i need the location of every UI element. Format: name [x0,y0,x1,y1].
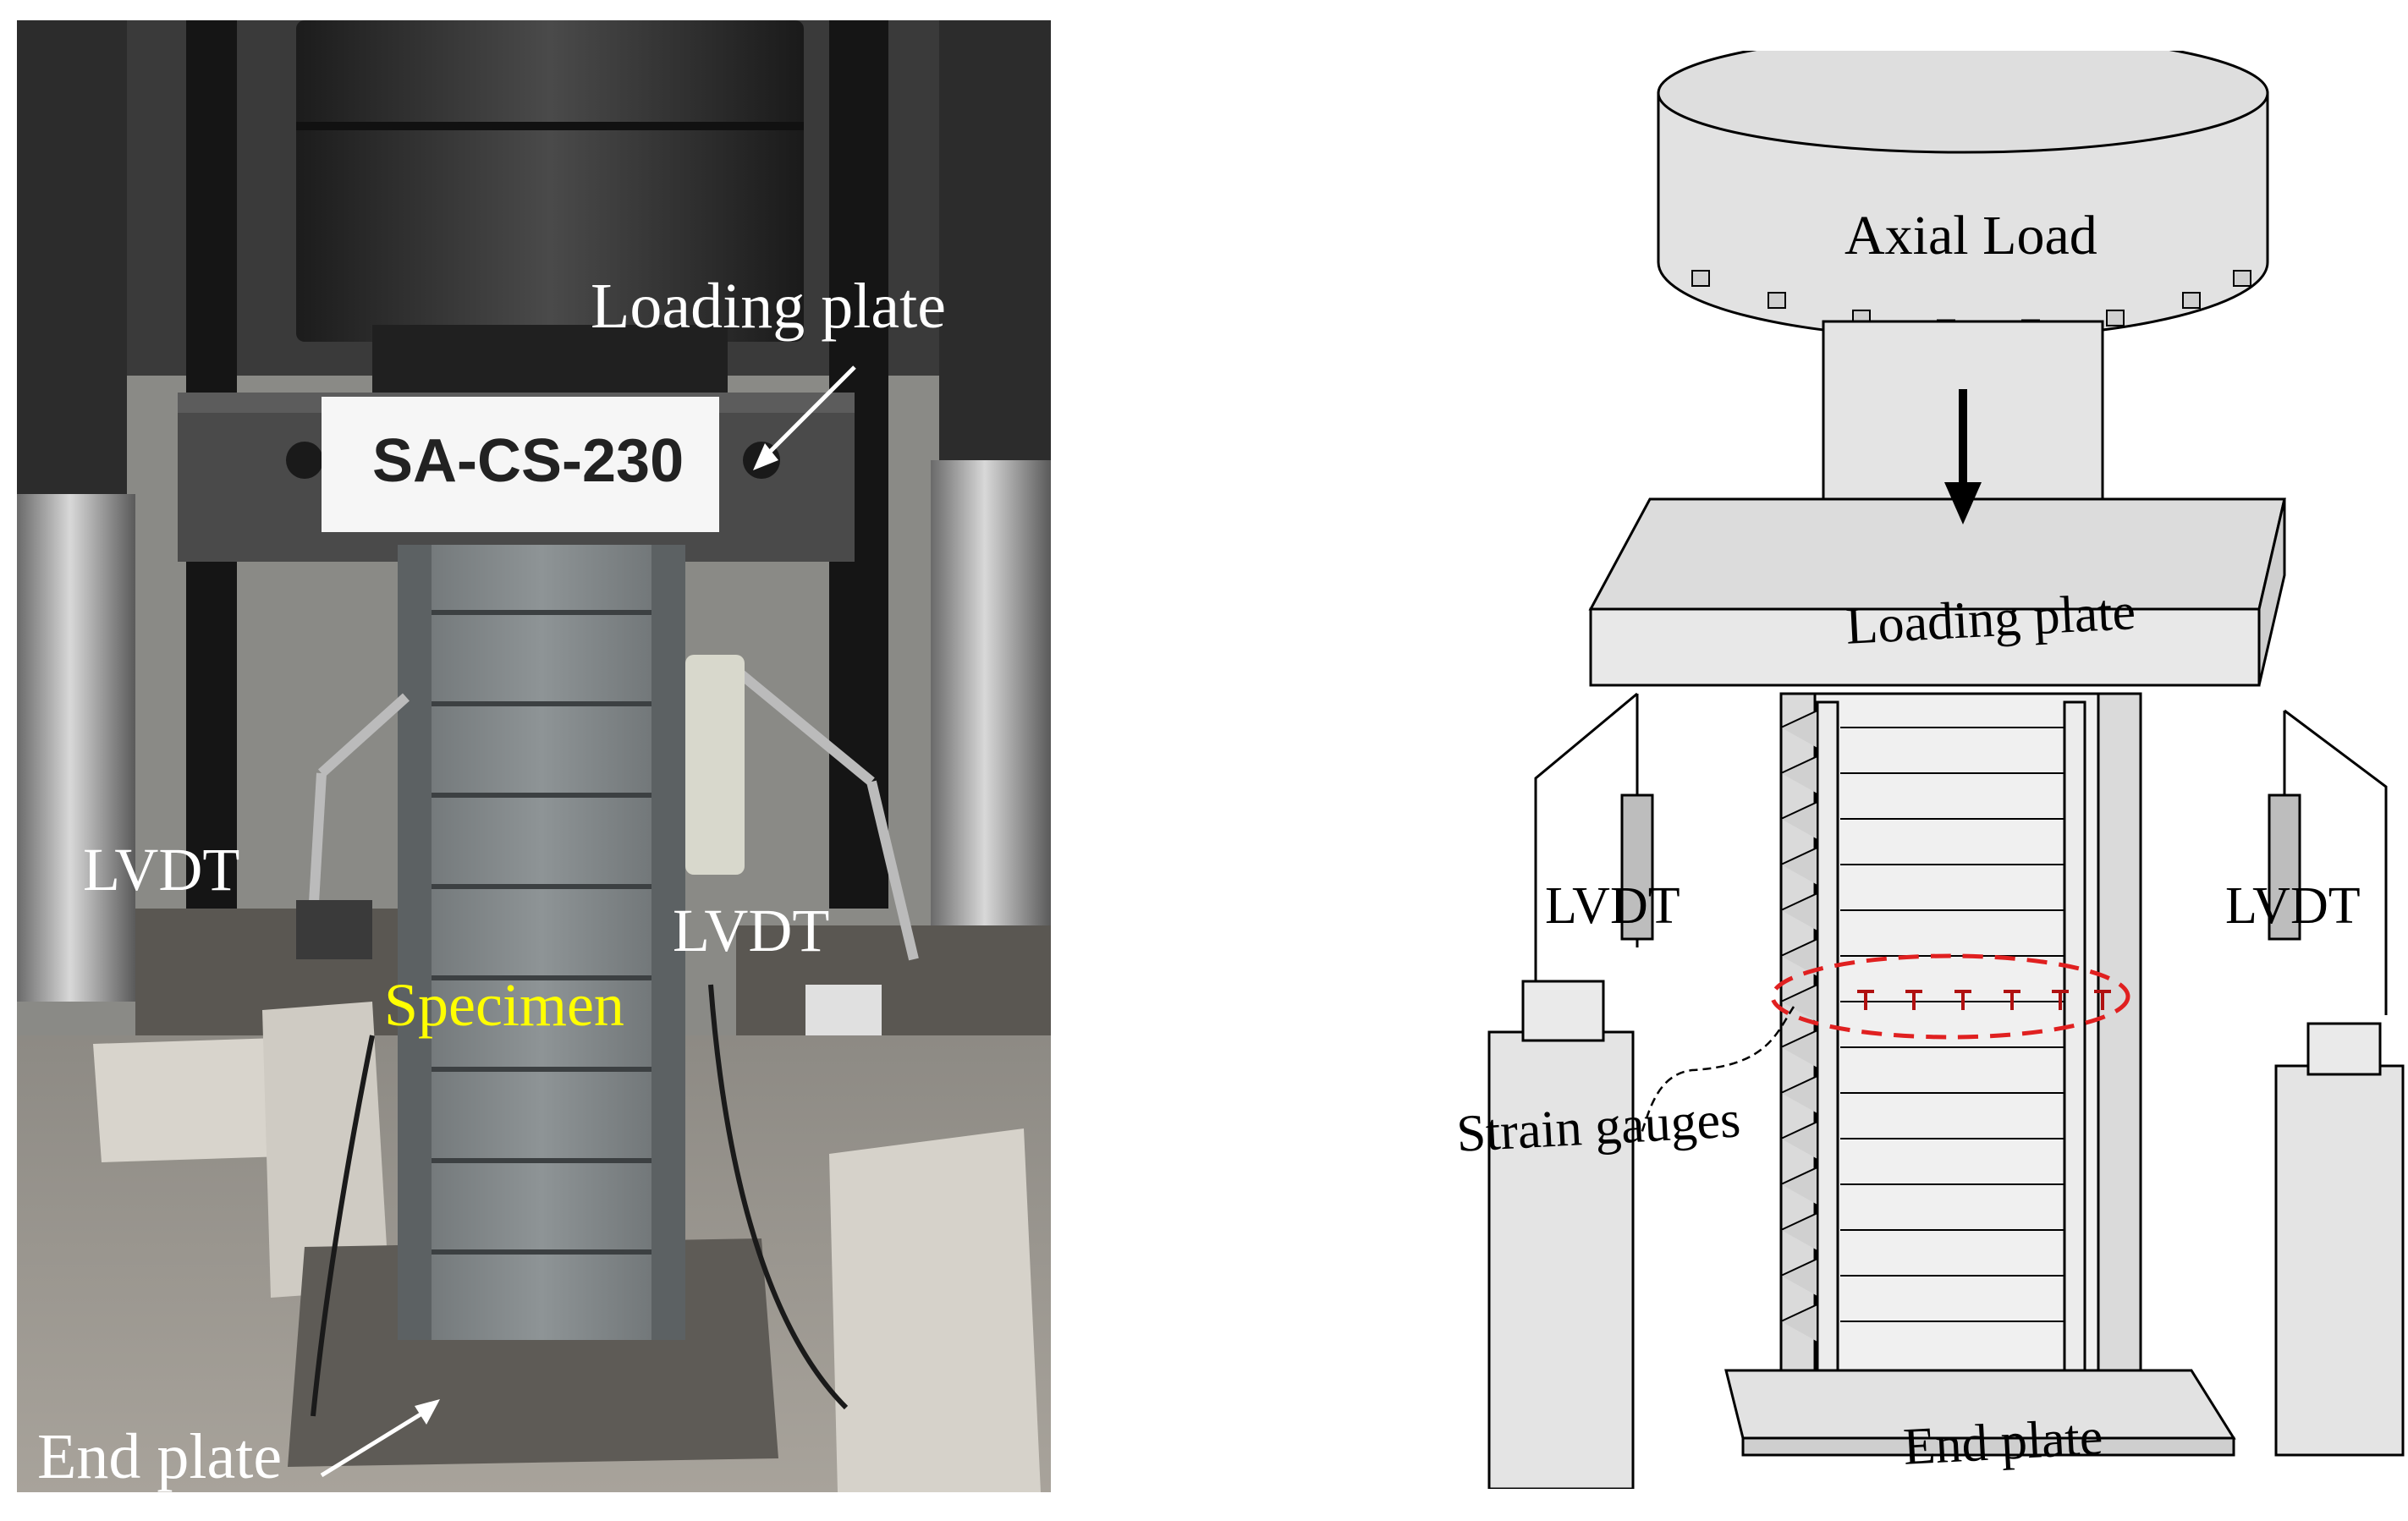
end-plate [1724,1369,2236,1457]
lvdt-right-device [685,655,919,1035]
strain-gauges-marks [1857,990,2111,1010]
strain-gauge-highlight-ring [1770,953,2130,1040]
label-end-plate-photo: End plate [37,1421,283,1492]
lvdt-left-assembly [1487,692,1654,1489]
flange-tooth [1780,1211,1818,1250]
right-threaded-column [829,20,1051,985]
arrowhead-end-plate [415,1399,440,1425]
arrowhead-loading-plate [753,443,778,470]
flange-tooth [1780,1074,1818,1113]
label-axial-load: Axial Load [1844,205,2097,266]
bolt [1768,292,1786,310]
specimen [1779,692,2142,1372]
photo-scene [17,20,1051,1492]
cable [311,1035,375,1417]
schematic-drawing [1487,51,2405,1489]
label-lvdt-left-photo: LVDT [83,836,240,903]
flange-tooth [1780,755,1818,793]
strain-gauge-leader [1640,1006,1795,1134]
left-threaded-column [17,20,237,1002]
flange-tooth [1780,1029,1818,1068]
loading-head [1657,51,2269,340]
label-lvdt-right-photo: LVDT [673,897,830,964]
bolt [2106,309,2125,327]
cable [708,984,849,1410]
label-lvdt-left-schematic: LVDT [1545,877,1680,935]
bolt [2182,292,2201,310]
flange-tooth [1780,709,1818,748]
flange-tooth [1780,1303,1818,1342]
arrow-loading-plate [760,365,856,462]
flange-tooth [1780,800,1818,839]
label-strain-gauges: Strain gauges [1454,1090,1742,1163]
loading-plate [1588,497,2286,687]
flange-tooth [1780,1257,1818,1296]
concrete-block-center [262,1002,389,1298]
specimen-id-text: SA-CS-230 [372,427,684,495]
test-setup-photo: SA-CS-230 Loading plate LVDT LVDT Specim… [17,20,1051,1492]
lvdt-right-assembly [2268,709,2405,1457]
hydraulic-ram [296,20,804,401]
test-setup-schematic: Axial Load Loading plate LVDT LVDT Strai… [1421,51,2408,1489]
flange-tooth [1780,846,1818,885]
flange-tooth [1780,983,1818,1022]
specimen-id-sign [322,397,719,532]
lvdt-left-device [296,693,410,959]
specimen-column [398,545,685,1340]
concrete-block-right [829,1128,1041,1492]
flange-tooth [1780,937,1818,976]
label-specimen-photo: Specimen [384,971,624,1039]
label-end-plate-schematic: End plate [1901,1408,2104,1476]
bolt [1691,270,1710,287]
flange-tooth [1780,892,1818,931]
label-loading-plate-photo: Loading plate [591,271,946,342]
loading-plate-block [178,393,855,562]
bolt [2233,270,2251,287]
flange-tooth [1780,1166,1818,1205]
flange-tooth [1780,1120,1818,1159]
axial-load-arrowhead [1944,482,1982,524]
label-lvdt-right-schematic: LVDT [2225,877,2361,935]
arrow-end-plate [320,1405,433,1478]
